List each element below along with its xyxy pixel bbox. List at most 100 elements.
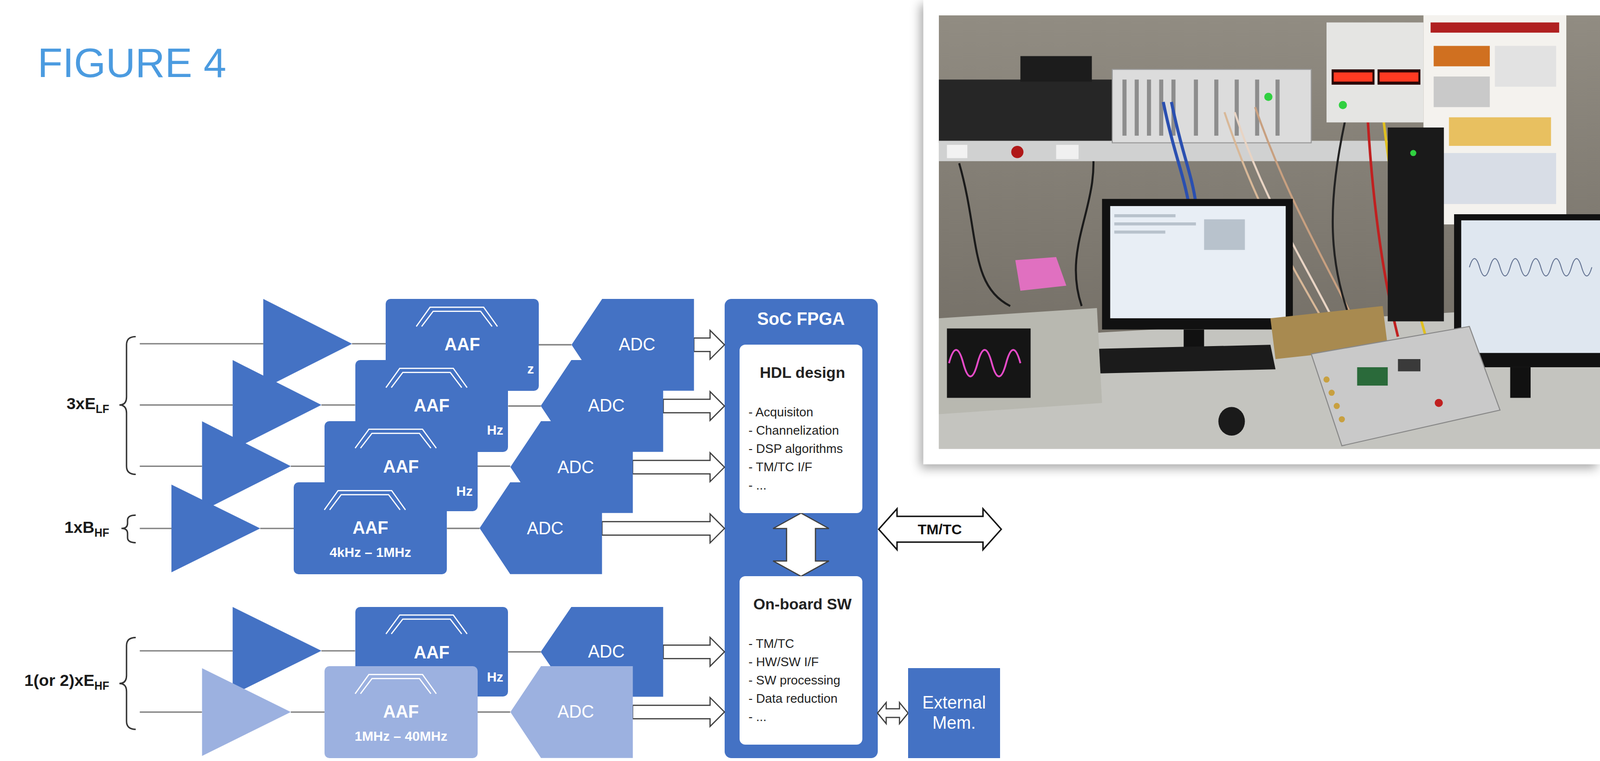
lab-photo — [1183, 329, 1204, 349]
function-box: On-board SW- TM/TC- HW/SW I/F- SW proces… — [739, 576, 862, 745]
lab-photo — [1218, 407, 1245, 436]
bandpass-symbol — [324, 491, 406, 511]
figure-title: FIGURE 4 — [37, 41, 227, 85]
list-item: - DSP algorithms — [748, 439, 843, 458]
lab-photo — [1015, 257, 1067, 291]
lab-photo — [1448, 117, 1551, 146]
lab-photo — [1410, 150, 1417, 157]
bandpass-symbol — [390, 619, 462, 635]
box-label: ADC — [548, 702, 595, 722]
lab-photo — [1510, 367, 1531, 399]
channel-name: 1xB — [64, 518, 95, 537]
lab-photo — [938, 308, 1103, 415]
lab-photo — [1110, 206, 1287, 319]
adc-shape — [479, 482, 602, 575]
interface-arrow: TM/TC — [877, 507, 1003, 551]
lab-photo — [1331, 69, 1375, 85]
adc-block: ADC — [479, 482, 602, 575]
lab-photo — [1430, 22, 1560, 33]
bandpass-symbol — [329, 494, 401, 510]
photo-frame — [923, 0, 1600, 465]
list-item: - SW processing — [748, 671, 841, 690]
lab-photo — [1214, 79, 1219, 136]
lab-photo — [1194, 79, 1198, 136]
box-label: TM/TC — [917, 521, 963, 538]
lab-photo — [1114, 222, 1197, 226]
lab-photo — [938, 79, 1113, 143]
function-box: HDL design- Acquisiton- Channelization- … — [739, 344, 862, 514]
box-label: ADC — [579, 396, 625, 416]
lab-photo — [1495, 45, 1557, 87]
lab-photo — [1204, 219, 1246, 251]
box-label: ADC — [548, 457, 595, 478]
data-arrow — [632, 453, 725, 482]
lab-photo — [1469, 258, 1592, 276]
lab-photo — [947, 144, 968, 159]
band-label: Hz — [456, 483, 473, 500]
channel-brace — [119, 637, 136, 730]
lab-photo — [1011, 145, 1024, 158]
box-label: ADC — [610, 335, 656, 355]
channel-brace — [121, 515, 136, 543]
filter-box: AAF 1MHz – 40MHz — [324, 666, 478, 759]
lab-photo — [1114, 214, 1176, 218]
amplifier-symbol — [263, 299, 352, 389]
channel-name: 3xE — [66, 394, 96, 413]
signal-wire — [477, 711, 511, 714]
channel-brace — [119, 336, 136, 730]
bandpass-symbol — [416, 307, 498, 327]
lab-photo — [1158, 79, 1163, 136]
box-label: AAF — [383, 702, 419, 722]
bandpass-symbol — [360, 433, 431, 449]
lab-photo — [1433, 153, 1557, 205]
list-item: - Data reduction — [748, 689, 838, 708]
lab-photo — [1423, 15, 1567, 225]
bandpass-symbol — [354, 429, 436, 449]
lab-photo — [1397, 359, 1421, 372]
channel-subscript: HF — [94, 526, 110, 540]
lab-photo — [947, 328, 1031, 398]
box-label: AAF — [444, 335, 481, 355]
lab-photo — [1333, 72, 1373, 82]
photo-frame — [923, 0, 1600, 465]
band-label: z — [527, 361, 534, 378]
bandpass-symbol — [385, 615, 467, 635]
data-arrow — [663, 391, 725, 421]
lab-photo — [1338, 101, 1347, 110]
data-arrow — [663, 637, 725, 667]
lab-photo — [1114, 214, 1245, 250]
lab-photo — [1332, 112, 1358, 337]
signal-wire — [477, 465, 511, 468]
lab-photo — [1275, 79, 1280, 136]
data-arrow — [632, 697, 725, 727]
signal-wire — [446, 527, 480, 530]
band-label: 1MHz – 40MHz — [354, 728, 448, 745]
box-label: AAF — [352, 518, 389, 538]
lab-photo — [1134, 79, 1139, 136]
lab-photo — [1171, 102, 1197, 205]
lab-photo — [1326, 22, 1424, 123]
lab-photo — [938, 140, 1439, 161]
signal-wire — [507, 651, 541, 653]
channel-label: 1xBHF — [64, 517, 110, 540]
lab-photo — [1102, 198, 1293, 330]
box-label: AAF — [413, 643, 450, 663]
box-heading: On-board SW — [753, 594, 852, 614]
adc-block: ADC — [510, 666, 633, 759]
data-arrow — [877, 702, 909, 724]
list-item: - Acquisiton — [748, 403, 813, 422]
channel-label: 3xELF — [66, 393, 110, 417]
lab-photo — [1433, 76, 1491, 108]
lab-photo — [938, 15, 1600, 450]
bandpass-symbol — [421, 311, 493, 327]
lab-photo — [1096, 344, 1276, 374]
bandpass-symbol — [360, 678, 431, 694]
box-label: External Mem. — [912, 692, 996, 734]
lab-photo — [1357, 367, 1389, 386]
box-heading: HDL design — [759, 363, 846, 383]
memory-box: External Mem. — [908, 668, 1001, 758]
band-label: Hz — [486, 422, 504, 439]
lab-photo — [1323, 376, 1330, 383]
lab-photo — [1146, 79, 1151, 136]
bandpass-symbol — [385, 368, 467, 388]
